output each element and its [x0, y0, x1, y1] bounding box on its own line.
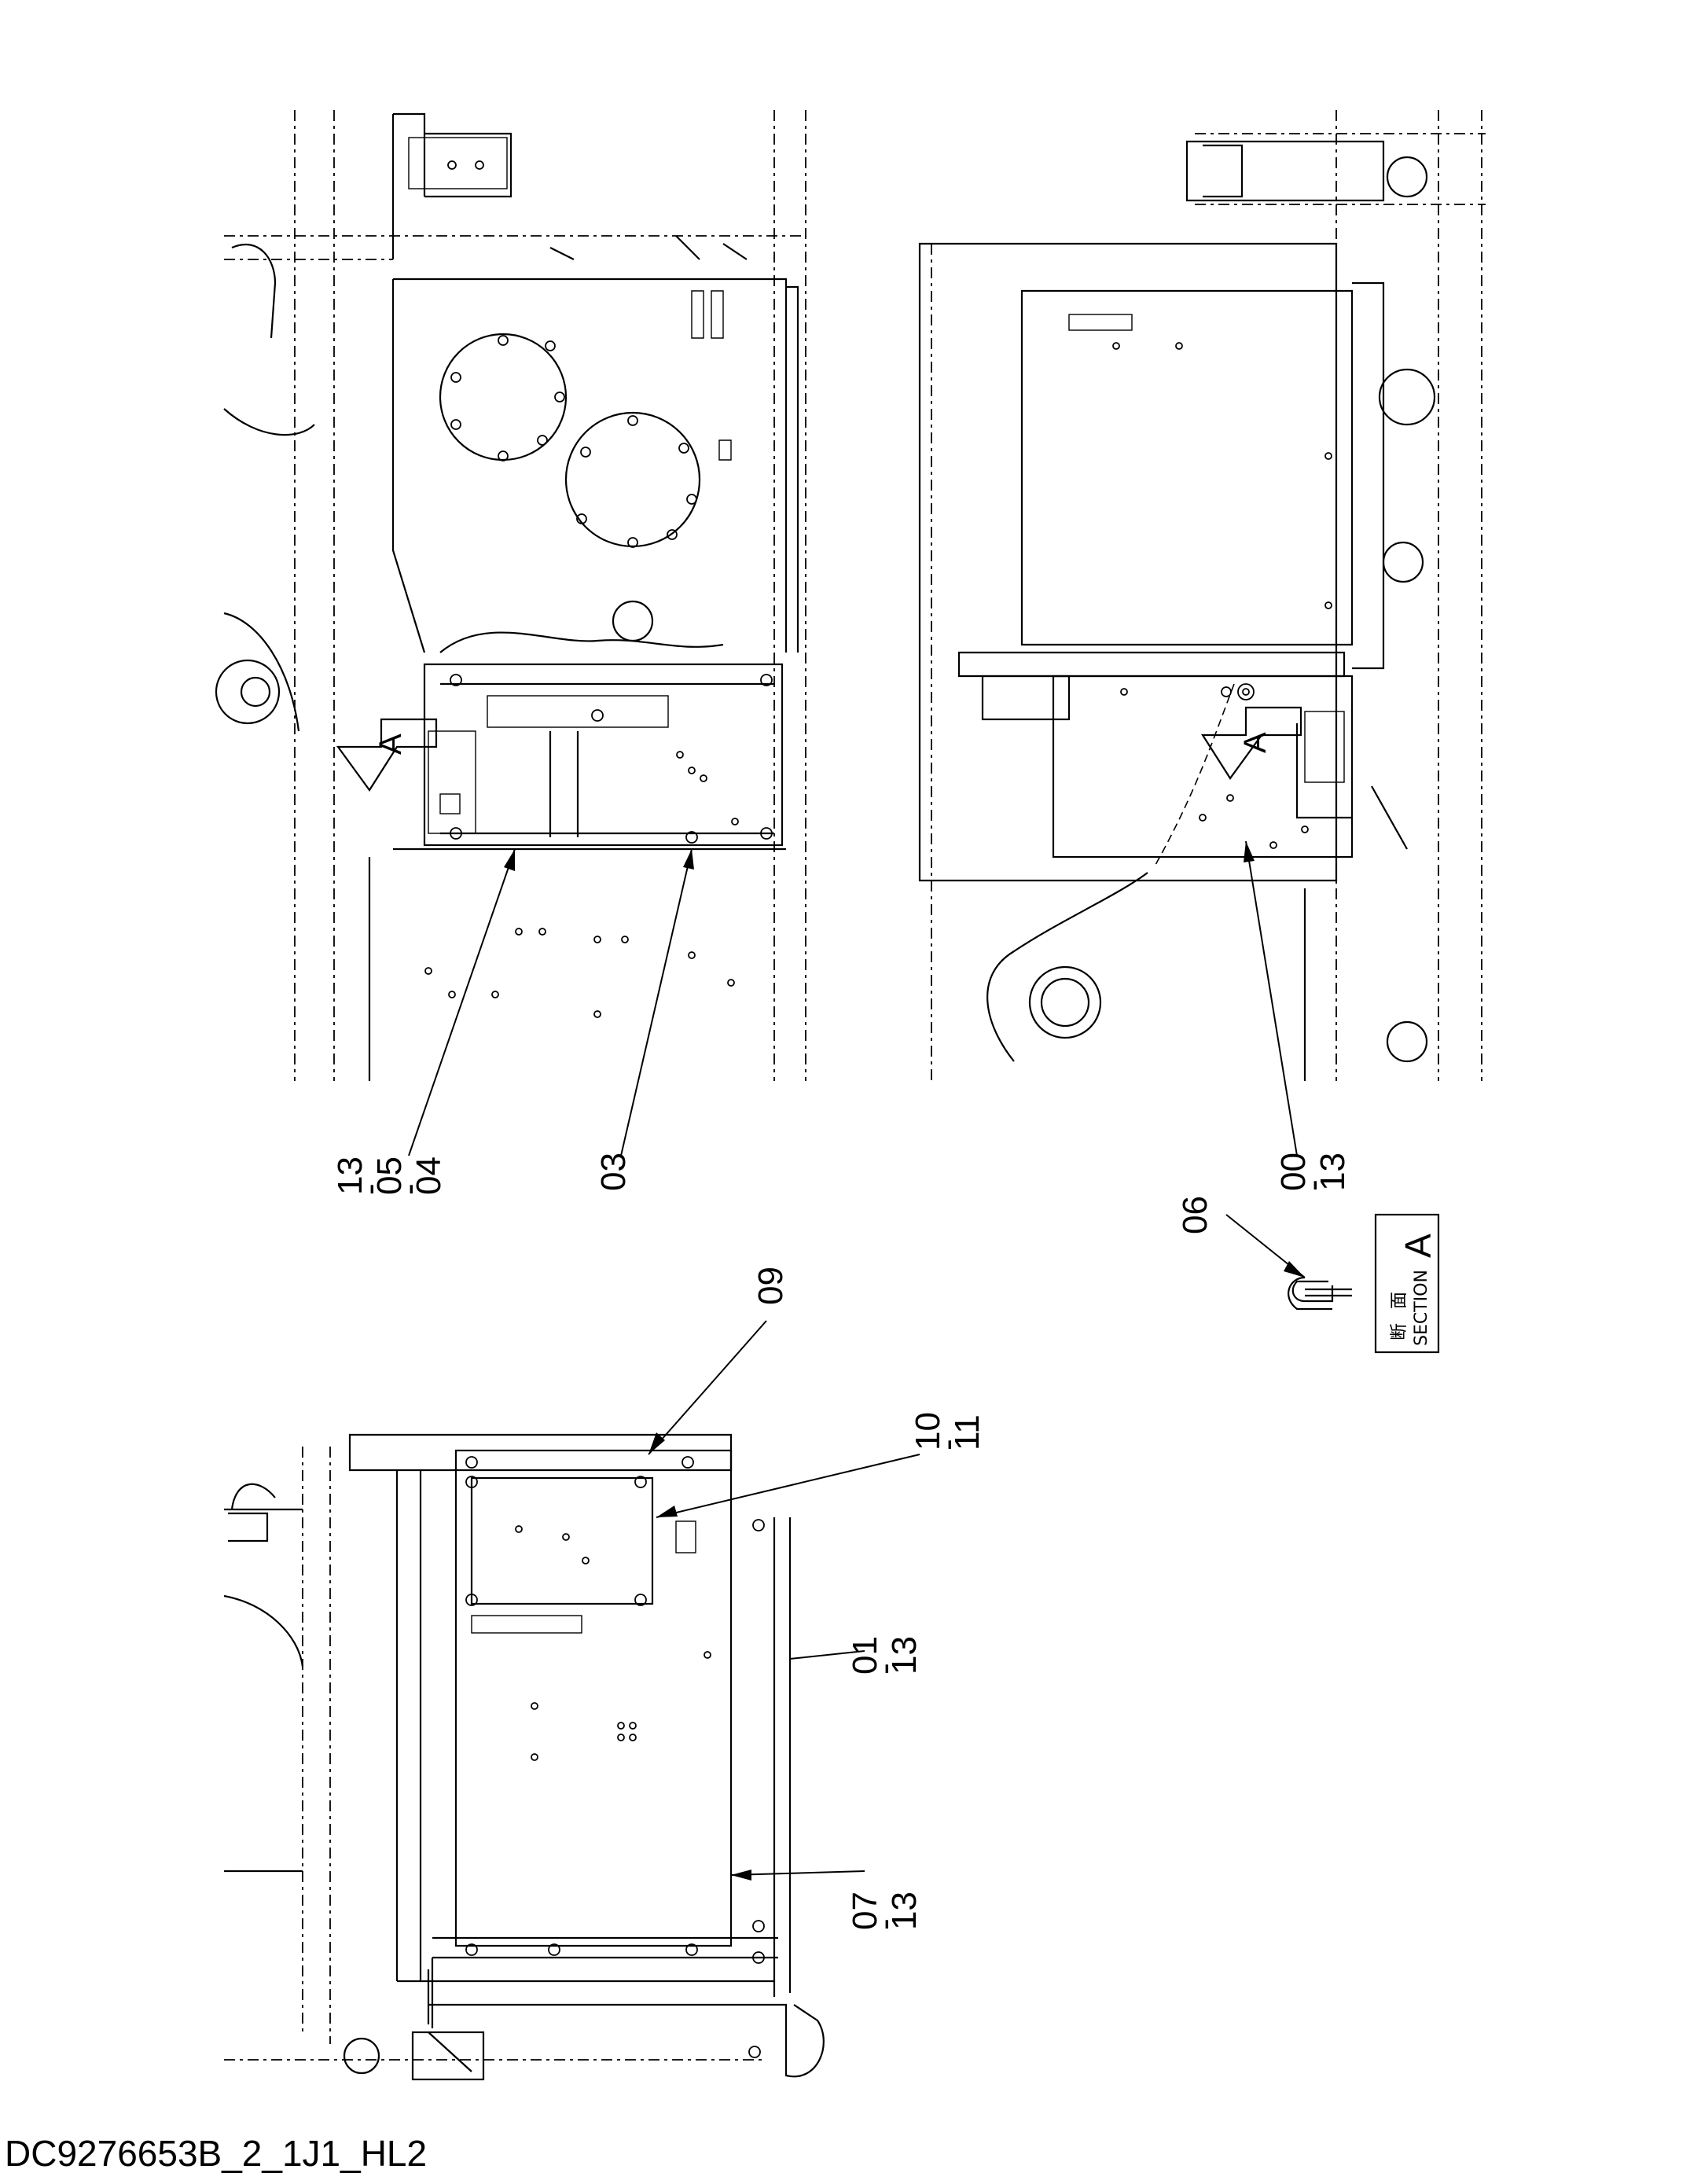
svg-text:09: 09 — [751, 1267, 790, 1305]
section-letter: A — [1398, 1234, 1438, 1258]
svg-text:-: - — [865, 1918, 904, 1930]
frame-holes — [424, 928, 735, 1018]
svg-text:05: 05 — [370, 1156, 409, 1195]
battery-box-top-view — [423, 663, 784, 847]
callout-13-05-04: 13 - 05 - 04 — [331, 1156, 448, 1195]
leader-lines — [408, 840, 1306, 1881]
section-kanji-2: 面 — [1390, 1292, 1409, 1309]
svg-text:13: 13 — [1313, 1153, 1352, 1191]
svg-text:-: - — [1294, 1179, 1332, 1191]
svg-text:00: 00 — [1274, 1153, 1313, 1191]
svg-text:11: 11 — [948, 1414, 986, 1450]
section-kanji-1: 断 — [1390, 1323, 1409, 1340]
callout-00-13: 00 - 13 — [1274, 1153, 1352, 1191]
view-arrow-letter-1: A — [373, 734, 408, 755]
svg-text:03: 03 — [594, 1153, 633, 1191]
section-a-detail: 断 面 SECTION A — [1288, 1213, 1440, 1354]
side-bolts — [1112, 342, 1332, 849]
svg-text:-: - — [928, 1439, 967, 1450]
svg-text:06: 06 — [1176, 1196, 1214, 1234]
svg-text:-: - — [865, 1663, 904, 1675]
svg-text:13: 13 — [885, 1892, 924, 1930]
view-top-left: A — [215, 110, 806, 1081]
section-word: SECTION — [1412, 1270, 1431, 1346]
svg-text:01: 01 — [846, 1636, 884, 1675]
housing-bolts — [450, 335, 697, 548]
view-top-right: A — [918, 110, 1486, 1081]
callout-labels: 13 - 05 - 04 03 00 - 13 06 09 10 - 11 01… — [331, 1153, 1352, 1930]
battery-box-plan-view — [454, 1449, 733, 1947]
callout-06: 06 — [1176, 1196, 1214, 1234]
view-arrow-letter-2: A — [1238, 732, 1273, 753]
document-code: DC9276653B_2_1J1_HL2 — [5, 2133, 428, 2174]
svg-text:07: 07 — [846, 1892, 884, 1930]
callout-01-13: 01 - 13 — [846, 1636, 924, 1675]
callout-09: 09 — [751, 1267, 790, 1305]
battery-box-side-view — [1052, 675, 1354, 859]
view-bottom-left — [223, 1433, 825, 2081]
callout-10-11: 10 - 11 — [909, 1412, 986, 1450]
svg-text:10: 10 — [909, 1412, 947, 1450]
callout-07-13: 07 - 13 — [846, 1892, 924, 1930]
section-label-box — [1374, 1213, 1440, 1354]
callout-03: 03 — [594, 1153, 633, 1191]
svg-text:-: - — [351, 1183, 389, 1195]
svg-text:04: 04 — [410, 1156, 448, 1195]
box-bolts — [450, 674, 773, 844]
svg-text:-: - — [390, 1183, 428, 1195]
svg-text:13: 13 — [885, 1636, 924, 1675]
svg-text:13: 13 — [331, 1156, 369, 1195]
plan-bolts — [465, 1456, 765, 2058]
